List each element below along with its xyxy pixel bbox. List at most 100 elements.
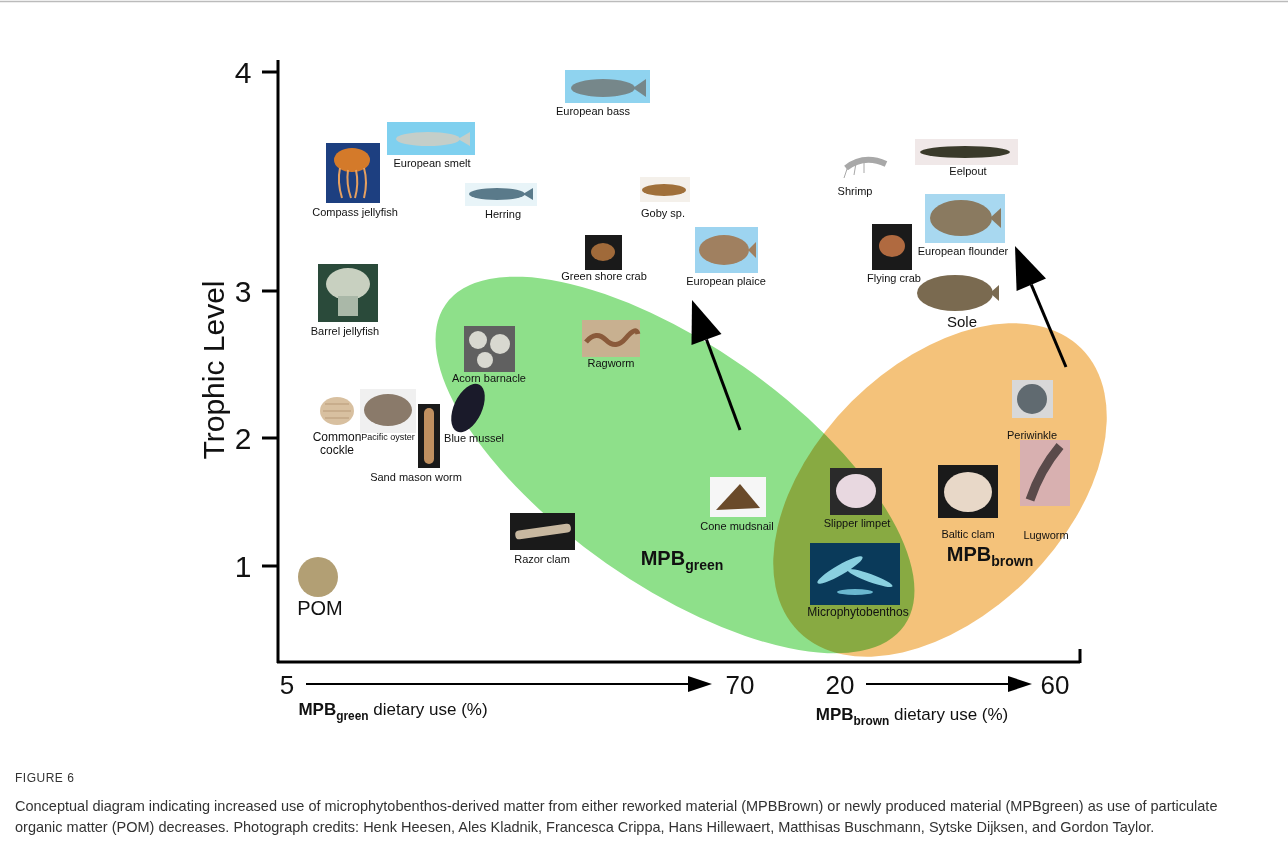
species-label: Barrel jellyfish [311,325,379,337]
photo-european-plaice-part [699,235,749,265]
axis-lines-part [262,71,278,74]
species-label: Ragworm [587,357,634,369]
tick-number: 1 [235,550,252,583]
photo-sand-mason-worm [418,404,440,468]
x-axis-arrows-part [1008,676,1032,692]
axis-lines-part [277,661,1080,664]
x-axis-arrows-part [866,683,1012,685]
photo-common-cockle-part [320,397,354,425]
photo-ragworm-part [586,331,638,345]
photo-blue-mussel-part [444,379,491,438]
trend-arrows-part [1015,246,1046,291]
species-label: Goby sp. [641,207,685,219]
photo-lugworm-part [1020,440,1070,506]
photo-periwinkle [1012,380,1053,418]
text-subscript: brown [854,714,890,728]
species-label: European plaice [686,275,766,287]
photo-acorn-barnacle-part [477,352,493,368]
photo-european-flounder-part [925,194,1005,243]
photo-compass-jellyfish-part [339,168,366,198]
tick-number: 5 [280,671,294,700]
photo-lugworm-part [1030,446,1060,500]
photo-shrimp-part [844,161,864,178]
trend-arrows-part [692,300,722,345]
axis-title: Trophic Level [197,281,230,460]
species-label: Eelpout [949,165,986,177]
photo-microphytobenthos [810,543,900,605]
species-label: Herring [485,208,521,220]
photo-sand-mason-worm-part [418,404,440,468]
axis-lines-part [262,437,278,440]
photo-microphytobenthos-part [810,543,900,605]
text-main: MPB [641,547,685,569]
photo-compass-jellyfish-part [326,143,380,203]
photo-slipper-limpet [830,468,882,515]
photo-european-smelt [387,122,475,155]
species-label: Cone mudsnail [700,520,773,532]
photo-slipper-limpet-part [836,474,876,508]
photo-ragworm [582,320,640,357]
photo-eelpout-part [915,139,1018,165]
photo-acorn-barnacle [464,326,515,372]
axis-title: MPBgreen dietary use (%) [298,701,487,722]
axis-lines-part [277,60,280,663]
trend-arrows-part [1031,285,1066,367]
photo-european-smelt-part [396,132,460,146]
photo-acorn-barnacle-part [490,334,510,354]
photo-barrel-jellyfish-part [318,264,378,322]
photo-goby [640,177,690,202]
tick-number: 3 [235,275,252,308]
photo-blue-mussel [444,379,491,438]
figure-caption: Conceptual diagram indicating increased … [15,796,1265,838]
photo-european-smelt-part [387,122,475,155]
trend-arrows-part [707,339,741,430]
photo-european-flounder-part [930,200,992,236]
text-main: MPB [947,543,991,565]
region-label: MPBbrown [947,543,1033,569]
photo-acorn-barnacle-part [469,331,487,349]
photo-baltic-clam-part [944,472,992,512]
photo-shrimp [844,160,886,178]
photo-sand-mason-worm-part [424,408,434,464]
photo-cone-mudsnail-part [710,477,766,517]
photo-common-cockle [320,397,354,425]
pom-dot-part [298,557,338,597]
trend-arrows [692,246,1067,430]
photo-common-cockle-part [323,404,351,418]
tick-number: 2 [235,422,252,455]
photo-goby-part [642,184,686,196]
photo-green-shore-crab-part [591,243,615,261]
photo-herring-part [465,183,537,206]
tick-number: 20 [826,671,855,700]
photo-eelpout [915,139,1018,165]
photo-razor-clam-part [510,513,575,550]
text-subscript: brown [991,553,1033,569]
species-label: Razor clam [514,553,570,565]
photo-european-smelt-part [458,132,470,146]
photo-european-bass-part [633,79,646,97]
photo-flying-crab-part [879,235,905,257]
x-axis-arrows-part [306,683,690,685]
species-label: Shrimp [838,185,873,197]
species-label: European flounder [918,245,1009,257]
x-axis-arrows-part [688,676,712,692]
photo-herring [465,183,537,206]
photo-acorn-barnacle-part [464,326,515,372]
photo-slipper-limpet-part [830,468,882,515]
photo-green-shore-crab-part [585,235,622,270]
photo-razor-clam [510,513,575,550]
species-label: European smelt [393,157,470,169]
photo-european-plaice-part [748,242,756,258]
species-label: Blue mussel [444,432,504,444]
photo-pacific-oyster-part [360,389,416,433]
photo-microphytobenthos-part [815,553,865,588]
photo-european-bass-part [571,79,635,97]
photo-cone-mudsnail [710,477,766,517]
species-label: Flying crab [867,272,921,284]
species-label: POM [297,597,343,619]
tick-number: 60 [1041,671,1070,700]
pom-dot [298,557,338,597]
photo-lugworm [1020,440,1070,506]
